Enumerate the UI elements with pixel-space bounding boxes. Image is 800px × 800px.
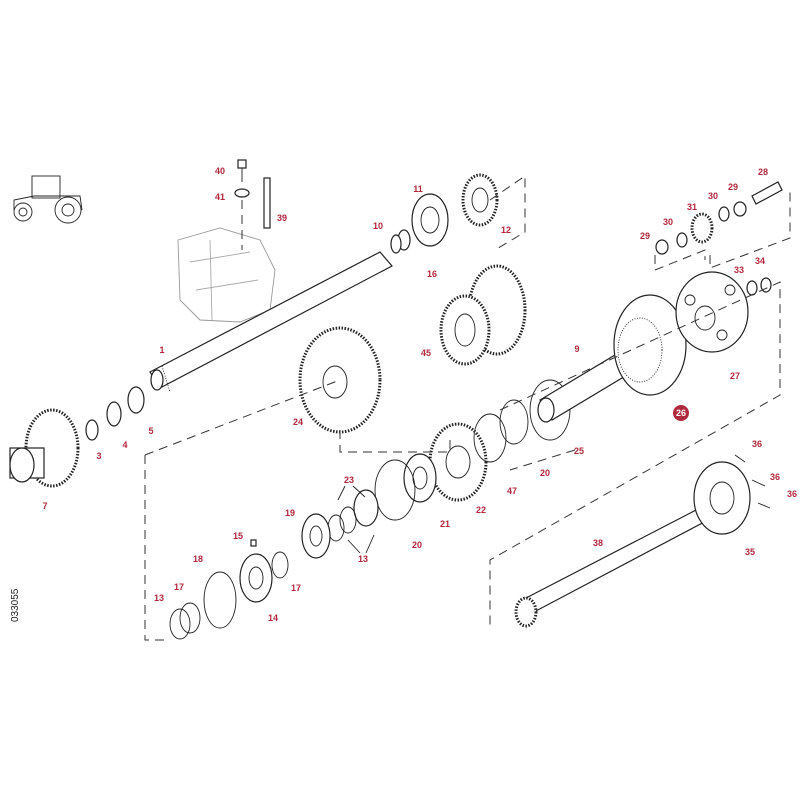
gear-cluster-21-22 — [301, 379, 571, 559]
gear-11-12 — [390, 173, 499, 254]
output-shaft-38 — [514, 507, 709, 628]
callout-34: 34 — [755, 256, 765, 266]
planet-gear-31 — [655, 181, 783, 255]
callout-17b: 17 — [291, 583, 301, 593]
callout-14: 14 — [268, 613, 278, 623]
bolt-40 — [234, 159, 271, 250]
callout-15: 15 — [233, 531, 243, 541]
tractor-icon — [13, 175, 83, 224]
callout-30: 30 — [708, 191, 718, 201]
dashed-leaders — [144, 175, 791, 641]
callout-26: 26 — [676, 408, 686, 418]
callout-31: 31 — [687, 202, 697, 212]
assembly-13-18 — [169, 539, 289, 640]
callout-18: 18 — [193, 554, 203, 564]
ring-gear-26 — [613, 294, 687, 396]
callout-45: 45 — [421, 348, 431, 358]
callout-7: 7 — [42, 501, 47, 511]
callout-3: 3 — [96, 451, 101, 461]
callout-28: 28 — [758, 167, 768, 177]
callout-13: 13 — [358, 554, 368, 564]
callout-38: 38 — [593, 538, 603, 548]
callout-20: 20 — [540, 468, 550, 478]
callout-11: 11 — [413, 184, 423, 194]
callout-36b: 36 — [770, 472, 780, 482]
callout-17: 17 — [174, 582, 184, 592]
callout-12: 12 — [501, 225, 511, 235]
callout-4: 4 — [122, 440, 127, 450]
gear-45 — [439, 264, 527, 366]
callout-9: 9 — [574, 344, 579, 354]
callout-35: 35 — [745, 547, 755, 557]
callout-25: 25 — [574, 446, 584, 456]
callout-41: 41 — [215, 192, 225, 202]
callout-21: 21 — [440, 519, 450, 529]
callout-19: 19 — [285, 508, 295, 518]
callout-36c: 36 — [787, 489, 797, 499]
callout-36: 36 — [752, 439, 762, 449]
gear-24 — [298, 326, 382, 434]
callout-1: 1 — [159, 345, 164, 355]
gear-7 — [9, 386, 145, 488]
main-shaft-1 — [149, 251, 393, 393]
callout-22: 22 — [476, 505, 486, 515]
flange-35 — [693, 454, 771, 535]
callout-13b: 13 — [154, 593, 164, 603]
callout-40: 40 — [215, 166, 225, 176]
planet-carrier-27 — [675, 271, 772, 353]
callout-30b: 30 — [663, 217, 673, 227]
callout-47: 47 — [507, 486, 517, 496]
drawing-code: 033055 — [10, 588, 21, 622]
callout-29: 29 — [728, 182, 738, 192]
callout-10: 10 — [373, 221, 383, 231]
callout-39: 39 — [277, 213, 287, 223]
callout-26-highlight — [673, 405, 689, 421]
callout-labels: 40 41 39 1 10 11 16 12 45 24 3 4 5 7 9 2… — [42, 166, 797, 623]
callout-24: 24 — [293, 417, 303, 427]
callout-33: 33 — [734, 265, 744, 275]
callout-20b: 20 — [412, 540, 422, 550]
callout-29b: 29 — [640, 231, 650, 241]
callout-5: 5 — [148, 426, 153, 436]
callout-16: 16 — [427, 269, 437, 279]
callout-23: 23 — [344, 475, 354, 485]
callout-27: 27 — [730, 371, 740, 381]
housing-sketch — [177, 227, 276, 323]
